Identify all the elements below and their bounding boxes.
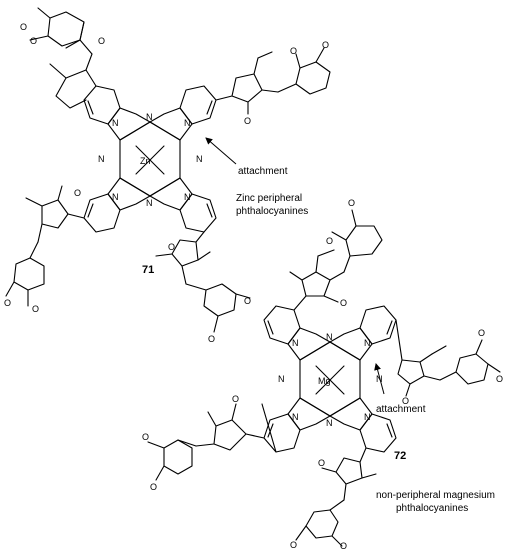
atom-label: O: [244, 296, 251, 306]
substituent-71-top-right: [215, 47, 331, 115]
atom-label: N: [98, 154, 105, 164]
compound-number-71: 71: [142, 264, 154, 276]
attachment-arrow-72: [374, 363, 385, 395]
atom-label: O: [30, 36, 37, 46]
atom-label: O: [340, 298, 347, 308]
atom-label: N: [146, 198, 153, 208]
atom-label: O: [244, 116, 251, 126]
compound-72-structure: N N N N N N N N Mg O O O O O O O O O O O…: [142, 198, 503, 550]
attachment-caption-bottom: attachment: [376, 404, 426, 415]
atom-label: O: [402, 396, 409, 406]
substituent-71-bottom-left: [5, 185, 85, 307]
atom-label: N: [278, 374, 285, 384]
atom-label: N: [326, 418, 333, 428]
substituent-72-left: [147, 403, 277, 481]
atom-label: N: [146, 112, 153, 122]
atom-label: O: [478, 328, 485, 338]
atom-label: O: [4, 298, 11, 308]
attachment-caption-top: attachment: [238, 166, 288, 177]
atom-label: N: [292, 412, 299, 422]
atom-label: N: [184, 192, 191, 202]
metal-label-72: Mg: [318, 376, 331, 386]
substituent-72-bottom: [295, 447, 377, 547]
atom-label: N: [196, 154, 203, 164]
pc-core-72: [263, 305, 397, 453]
atom-label: O: [348, 198, 355, 208]
atom-label: O: [150, 482, 157, 492]
atom-label: O: [32, 304, 39, 314]
atom-label: O: [326, 236, 333, 246]
metal-label-71: Zn: [140, 156, 151, 166]
atom-label: O: [208, 334, 215, 344]
atom-label: N: [112, 118, 119, 128]
atom-label: O: [318, 458, 325, 468]
atom-label: O: [340, 541, 347, 550]
atom-label: O: [496, 374, 503, 384]
atom-label: N: [184, 118, 191, 128]
atom-label: N: [364, 338, 371, 348]
atom-label: N: [376, 374, 383, 384]
compound-number-72: 72: [394, 450, 406, 462]
atom-label: O: [168, 242, 175, 252]
atom-label: O: [142, 432, 149, 442]
atom-label: O: [20, 22, 27, 32]
substituent-71-top-left: [29, 7, 97, 109]
mg-caption-line1: non-peripheral magnesium: [376, 490, 495, 501]
atom-label: O: [74, 188, 81, 198]
atom-label: O: [232, 394, 239, 404]
atom-label: N: [112, 192, 119, 202]
substituent-71-bottom-right: [155, 231, 251, 333]
atom-label: N: [292, 338, 299, 348]
atom-label: O: [290, 46, 297, 56]
substituent-72-top: [289, 209, 383, 311]
substituent-72-right: [395, 319, 501, 397]
atom-label: N: [364, 412, 371, 422]
mg-caption-line2: phthalocyanines: [396, 503, 468, 514]
atom-label: N: [326, 332, 333, 342]
attachment-arrow-71: [205, 137, 237, 165]
compound-71-structure: N N N N N N N N Zn O O O O O O O O O O O…: [4, 7, 331, 344]
atom-label: O: [322, 40, 329, 50]
zinc-caption-line1: Zinc peripheral: [236, 193, 302, 204]
atom-label: O: [290, 540, 297, 550]
atom-label: O: [98, 36, 105, 46]
zinc-caption-line2: phthalocyanines: [236, 206, 308, 217]
